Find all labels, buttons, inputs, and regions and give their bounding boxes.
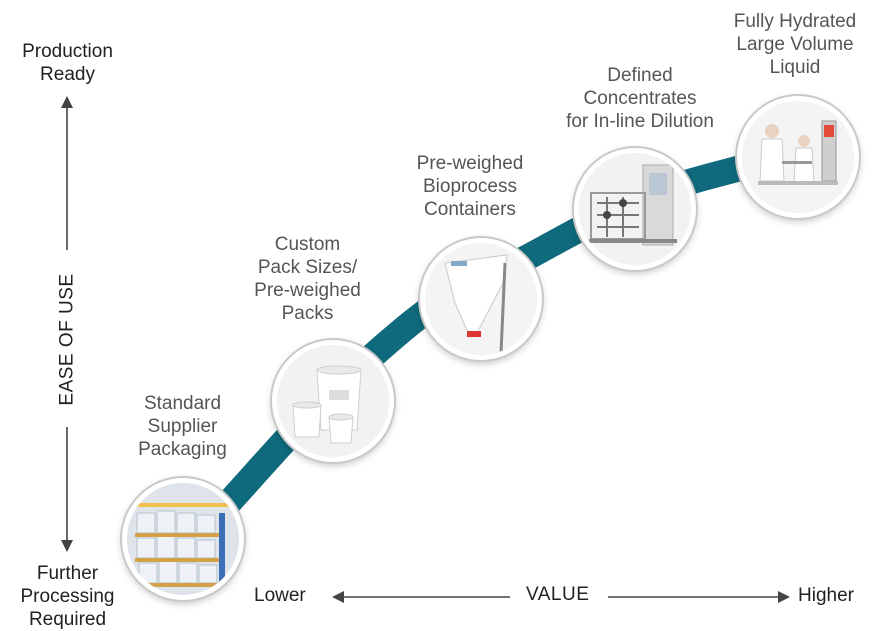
step-label-standard: Standard Supplier Packaging bbox=[138, 393, 227, 460]
step-image-buckets bbox=[272, 340, 394, 462]
step-label-preweighed: Pre-weighed Bioprocess Containers bbox=[416, 153, 524, 220]
dilution-skid-icon bbox=[579, 153, 691, 265]
step-label-liquid: Fully Hydrated Large Volume Liquid bbox=[733, 11, 857, 78]
step-image-bag bbox=[420, 238, 542, 360]
y-axis-arrowhead-down bbox=[61, 540, 73, 552]
bioprocess-bag-icon bbox=[425, 243, 537, 355]
lab-workers-icon bbox=[742, 101, 854, 213]
x-axis-label: VALUE bbox=[526, 584, 590, 605]
step-label-concentrates: Defined Concentrates for In-line Dilutio… bbox=[566, 65, 714, 132]
step-label-custom: Custom Pack Sizes/ Pre-weighed Packs bbox=[254, 234, 361, 324]
step-image-warehouse bbox=[122, 478, 244, 600]
x-axis-right-label: Higher bbox=[798, 585, 854, 606]
step-image-lab bbox=[737, 96, 859, 218]
x-axis-arrowhead-left bbox=[332, 591, 344, 603]
x-axis-left-label: Lower bbox=[254, 585, 306, 606]
y-axis-top-label: Production Ready bbox=[22, 41, 113, 85]
warehouse-icon bbox=[127, 483, 239, 595]
y-axis-bottom-label: Further Processing Required bbox=[20, 563, 115, 630]
buckets-icon bbox=[277, 345, 389, 457]
y-axis-arrowhead-up bbox=[61, 96, 73, 108]
x-axis-arrowhead-right bbox=[778, 591, 790, 603]
step-image-skid bbox=[574, 148, 696, 270]
y-axis-label: EASE OF USE bbox=[56, 273, 78, 406]
